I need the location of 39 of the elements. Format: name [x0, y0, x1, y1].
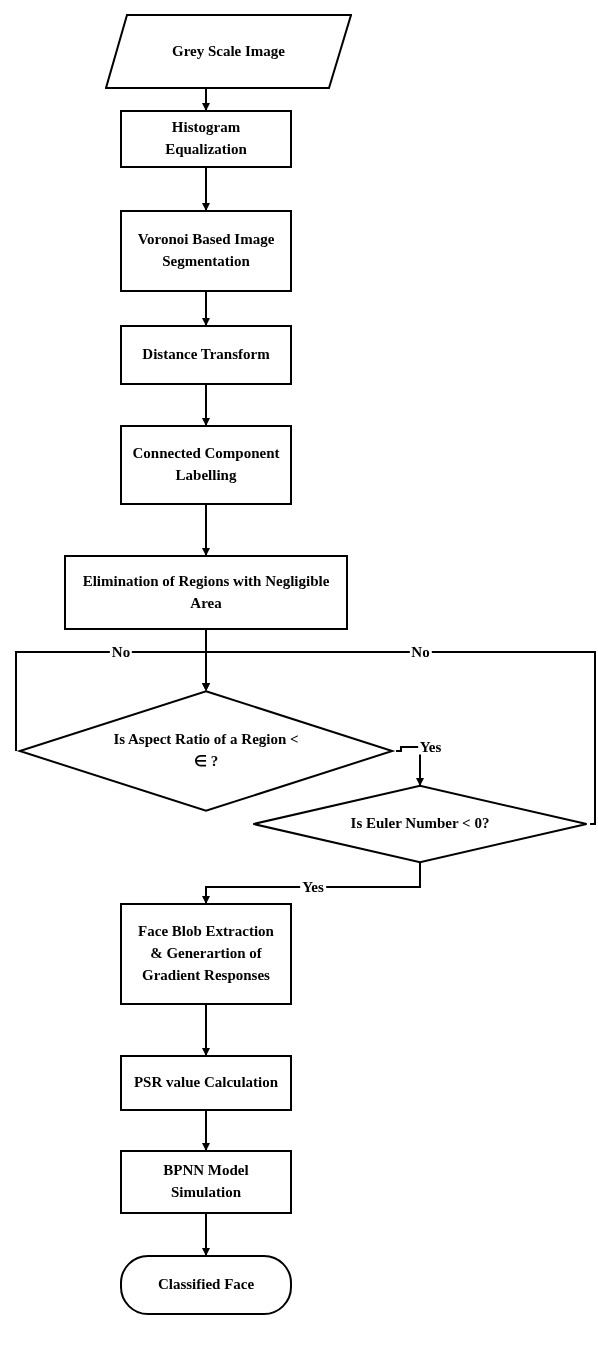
- node-text: BPNN Model Simulation: [162, 1161, 250, 1202]
- node-text: Is Euler Number < 0?: [349, 814, 491, 834]
- arrow: [202, 1004, 210, 1056]
- process-box: [120, 425, 292, 505]
- decision-diamond: [16, 690, 396, 812]
- node-text: Histogram Equalization: [164, 118, 248, 159]
- arrow: [202, 167, 210, 211]
- arrow: [202, 88, 210, 111]
- node-text: Elimination of Regions with Negligible Area: [81, 571, 331, 613]
- arrow: [202, 1213, 210, 1256]
- node-text: Is Aspect Ratio of a Region < ∈ ?: [112, 730, 300, 771]
- node-text: Connected Component Labelling: [131, 444, 281, 485]
- node-text: PSR value Calculation: [132, 1073, 280, 1093]
- arrow: [202, 291, 210, 326]
- process-box: [120, 1150, 292, 1214]
- input-parallelogram: [105, 14, 352, 89]
- node-text: Classified Face: [156, 1275, 256, 1295]
- process-box: [120, 110, 292, 168]
- process-box: [64, 555, 348, 630]
- arrow: [395, 746, 424, 786]
- edge-label: No: [409, 644, 432, 660]
- node-text: Face Blob Extraction & Generartion of Gradient Responses: [137, 922, 275, 985]
- process-box: [120, 210, 292, 292]
- process-box: [120, 903, 292, 1005]
- arrow: [202, 384, 210, 426]
- edge-label: Yes: [300, 879, 326, 895]
- process-box: [120, 325, 292, 385]
- edge-label: No: [109, 644, 133, 660]
- node-text: Grey Scale Image: [171, 41, 286, 61]
- node-text: Distance Transform: [141, 345, 271, 365]
- edge-label: Yes: [417, 739, 444, 755]
- process-box: [120, 1055, 292, 1111]
- arrow: [202, 651, 596, 825]
- node-text: Voronoi Based Image Segmentation: [136, 230, 276, 271]
- terminal-box: [120, 1255, 292, 1315]
- arrow: [202, 1110, 210, 1151]
- arrow: [202, 862, 421, 904]
- decision-diamond: [250, 785, 590, 863]
- arrow: [202, 504, 210, 556]
